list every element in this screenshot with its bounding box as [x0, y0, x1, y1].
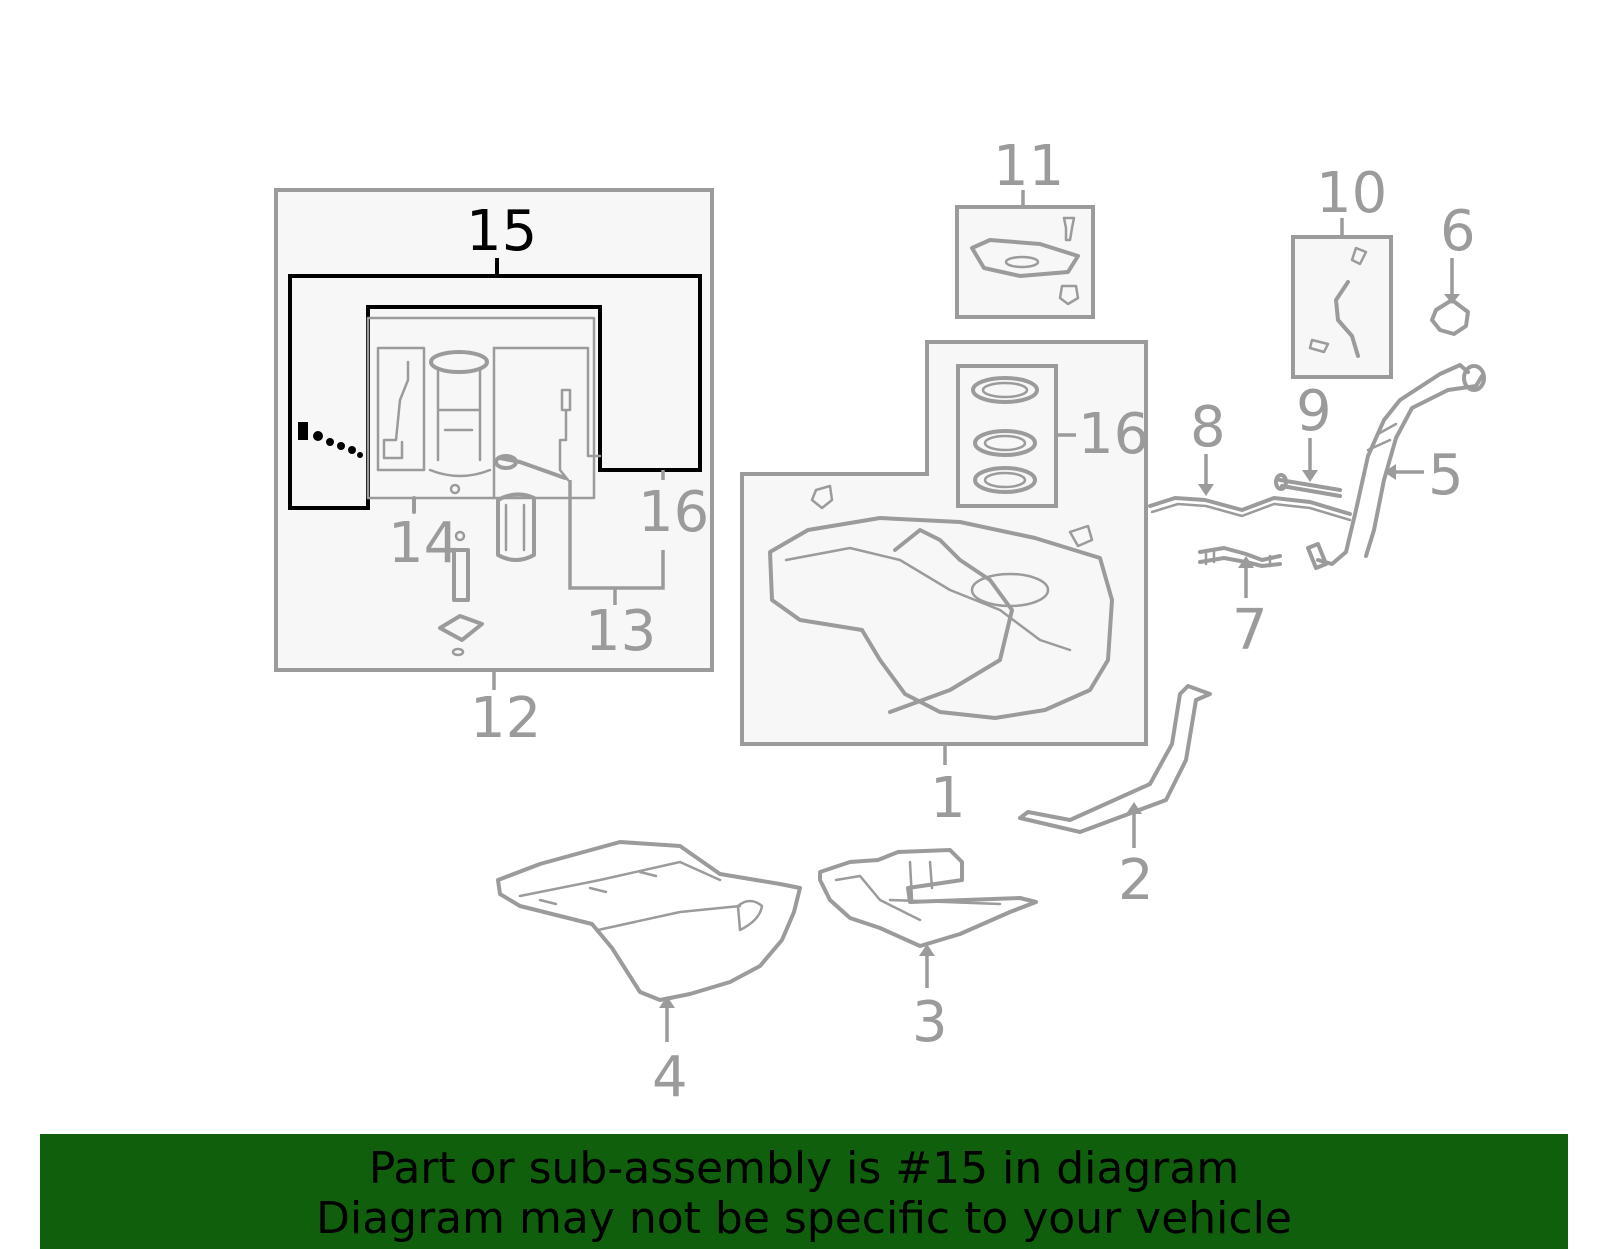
callout-13: 13	[585, 599, 656, 664]
callout-6: 6	[1440, 199, 1476, 264]
skid-plate	[818, 848, 1038, 948]
callout-1: 1	[930, 766, 966, 831]
assembly-15-outline[interactable]	[288, 274, 702, 510]
callout-3: 3	[912, 990, 948, 1055]
fuel-filter	[496, 492, 536, 562]
fuel-pump-module	[382, 350, 492, 495]
banner-line-1: Part or sub-assembly is #15 in diagram	[368, 1143, 1240, 1194]
callout-9: 9	[1296, 379, 1332, 444]
box-10	[1291, 235, 1393, 379]
callout-14: 14	[388, 511, 459, 576]
filler-hose	[1198, 546, 1282, 568]
fuel-level-sender	[494, 388, 572, 482]
callout-8: 8	[1190, 395, 1226, 460]
callout-15[interactable]: 15	[466, 199, 537, 264]
fuel-tank	[768, 484, 1114, 720]
breather-hose	[1148, 496, 1352, 522]
filler-neck-kit	[1308, 246, 1368, 358]
fuel-strainer	[438, 530, 484, 657]
callout-11: 11	[993, 134, 1064, 199]
heat-shield	[496, 840, 802, 1002]
banner-line-2: Diagram may not be specific to your vehi…	[316, 1193, 1292, 1244]
callout-7: 7	[1232, 598, 1268, 663]
tank-strap	[1018, 684, 1212, 834]
callout-16-kit: 16	[638, 480, 709, 545]
filler-neck	[1306, 363, 1486, 570]
vent-pipe	[1274, 473, 1342, 498]
callout-16-tank: 16	[1078, 402, 1149, 467]
gasket-rings	[971, 376, 1039, 494]
access-cover	[970, 216, 1080, 306]
callout-12: 12	[470, 686, 541, 751]
callout-10: 10	[1316, 161, 1387, 226]
callout-4: 4	[652, 1045, 688, 1110]
fuel-cap	[1430, 298, 1470, 336]
callout-2: 2	[1118, 848, 1154, 913]
connector-clips	[298, 422, 363, 458]
info-banner: Part or sub-assembly is #15 in diagram D…	[40, 1134, 1568, 1249]
callout-5: 5	[1428, 443, 1464, 508]
